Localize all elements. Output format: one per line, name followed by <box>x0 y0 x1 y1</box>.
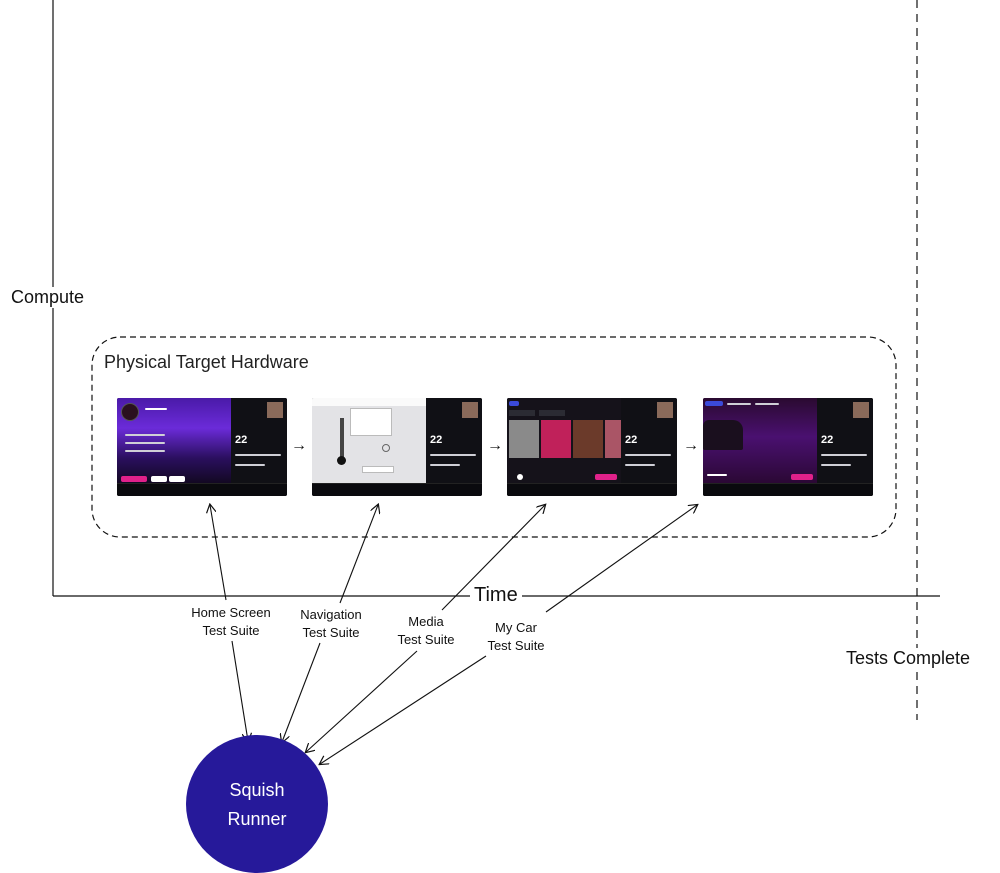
runner-line2: Runner <box>227 809 287 829</box>
home-screen-thumbnail: 22 <box>117 398 287 496</box>
weather-temp: 22 <box>821 434 834 446</box>
squish-runner-node: Squish Runner <box>186 735 328 873</box>
suite-kind: Test Suite <box>202 623 260 638</box>
suite-name: Navigation <box>300 607 362 622</box>
nav-suite-to-runner-arrow <box>282 642 321 742</box>
avatar <box>121 403 139 421</box>
suite-name: Media <box>408 614 444 629</box>
media-screen-thumbnail: 22 <box>507 398 677 496</box>
album-art <box>573 420 603 458</box>
my-car-screen-thumbnail: 22 <box>703 398 873 496</box>
route-line <box>340 418 344 464</box>
weather-temp: 22 <box>625 434 638 446</box>
nav-suite-to-screen-arrow <box>339 505 378 604</box>
home-action-button <box>121 476 147 482</box>
navigation-screen-thumbnail: 22 <box>312 398 482 496</box>
compute-axis-label: Compute <box>7 287 89 308</box>
album-art <box>541 420 571 458</box>
suite-kind: Test Suite <box>397 632 455 647</box>
suite-kind: Test Suite <box>487 638 545 653</box>
weather-temp: 22 <box>430 434 443 446</box>
suite-kind: Test Suite <box>302 625 360 640</box>
mycar-suite-to-screen-arrow <box>545 505 697 613</box>
my-car-test-suite: My Car Test Suite <box>478 619 554 655</box>
time-axis-label: Time <box>470 584 522 607</box>
flow-arrow: → <box>291 437 307 454</box>
hardware-boundary <box>91 336 897 538</box>
runner-line1: Squish <box>229 780 285 800</box>
album-art <box>509 420 539 458</box>
album-art <box>605 420 621 458</box>
home-suite-to-screen-arrow <box>210 505 227 601</box>
hardware-title: Physical Target Hardware <box>104 352 309 372</box>
suite-name: Home Screen <box>191 605 271 620</box>
flow-arrow: → <box>683 437 699 454</box>
navigation-test-suite: Navigation Test Suite <box>292 606 370 642</box>
tests-complete-label: Tests Complete <box>842 648 975 669</box>
weather-temp: 22 <box>235 434 248 446</box>
home-suite-to-runner-arrow <box>231 640 248 741</box>
mycar-suite-to-runner-arrow <box>320 655 487 764</box>
home-screen-test-suite: Home Screen Test Suite <box>186 604 276 640</box>
suite-name: My Car <box>495 620 537 635</box>
car-silhouette <box>703 420 743 450</box>
location-marker <box>337 456 346 465</box>
media-suite-to-screen-arrow <box>441 505 545 611</box>
flow-arrow: → <box>487 437 503 454</box>
media-test-suite: Media Test Suite <box>390 613 462 649</box>
media-suite-to-runner-arrow <box>306 650 418 752</box>
